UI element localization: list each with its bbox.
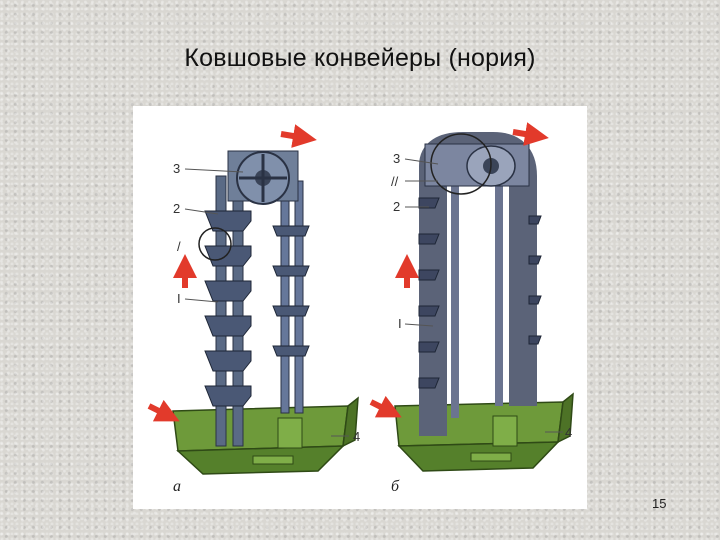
page-number: 15 bbox=[652, 496, 667, 511]
label-sprocket: 3 bbox=[173, 161, 180, 176]
label-roman: // bbox=[391, 174, 399, 189]
label-chain: 2 bbox=[173, 201, 180, 216]
feed-arrow-right bbox=[369, 395, 402, 418]
label-bucket-right: I bbox=[398, 316, 402, 331]
drum bbox=[424, 143, 530, 187]
detail-circle bbox=[198, 227, 232, 261]
right-leader-lines bbox=[404, 158, 563, 433]
right-buckets bbox=[418, 197, 542, 389]
caption-a: а bbox=[173, 478, 181, 495]
label-casing-right: 4 bbox=[565, 425, 572, 440]
belt-elevator: 3 // 2 I 4 б bbox=[369, 122, 574, 495]
detail-circle-right bbox=[430, 133, 492, 195]
discharge-arrow-right bbox=[512, 122, 549, 146]
label-bucket: I bbox=[177, 291, 181, 306]
feed-arrow-left bbox=[147, 399, 180, 422]
chain-elevator: 3 2 / I 4 а bbox=[147, 124, 360, 495]
left-chains bbox=[215, 175, 304, 447]
elevator-diagram: 3 2 / I 4 а bbox=[147, 122, 574, 495]
caption-b: б bbox=[391, 478, 400, 495]
left-leader-lines bbox=[184, 168, 349, 437]
sprocket-wheel bbox=[227, 150, 299, 205]
left-buckets bbox=[204, 210, 310, 407]
slide-title: Ковшовые конвейеры (нория) bbox=[184, 44, 536, 72]
label-drum: 3 bbox=[393, 151, 400, 166]
label-belt: 2 bbox=[393, 199, 400, 214]
left-casing bbox=[172, 396, 359, 475]
discharge-arrow-left bbox=[280, 124, 317, 148]
label-casing: 4 bbox=[353, 429, 360, 444]
label-detail: / bbox=[177, 239, 181, 254]
elevator-illustration: 3 2 / I 4 а bbox=[133, 106, 587, 509]
